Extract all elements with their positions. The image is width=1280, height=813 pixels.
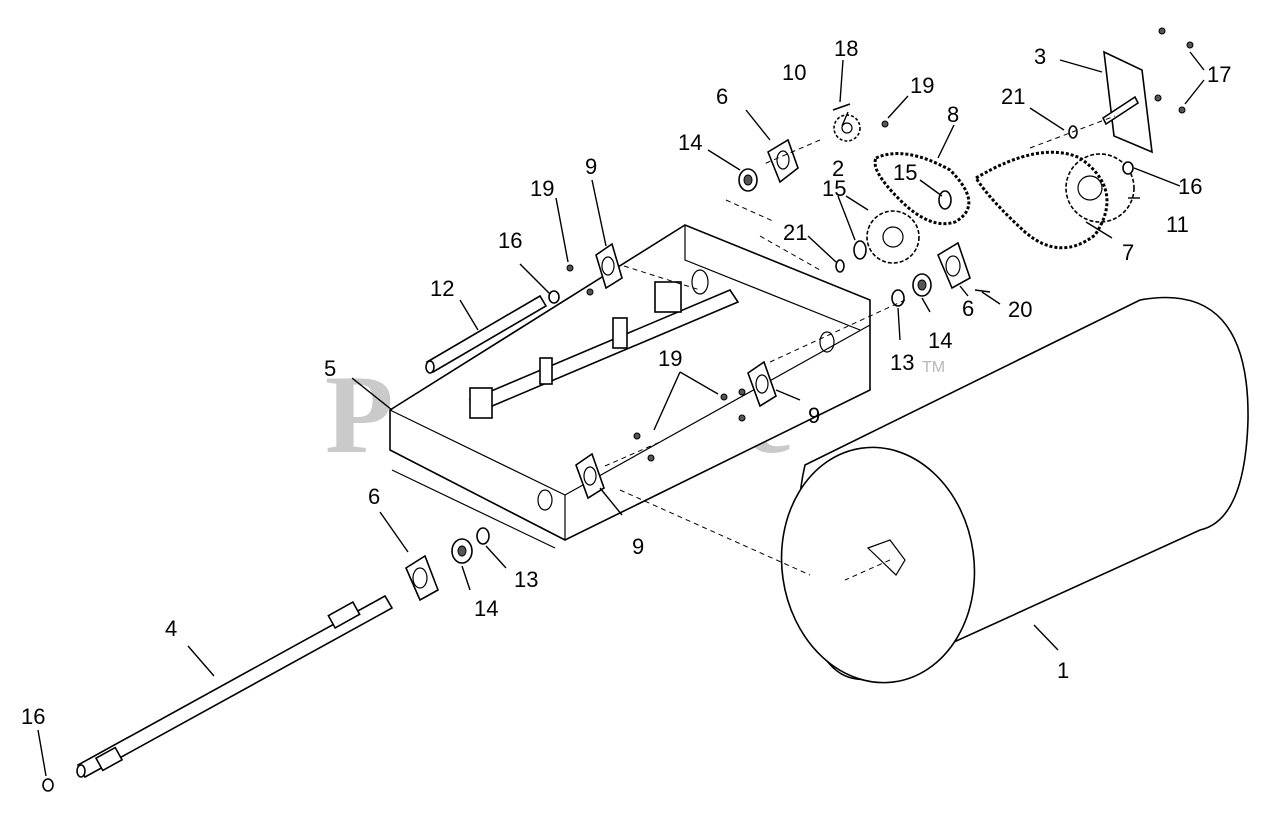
part-sprocket-11 <box>1065 153 1135 223</box>
callout-21-middle: 21 <box>783 220 807 245</box>
part-main-frame <box>389 224 871 549</box>
callout-9-upper: 9 <box>585 154 597 179</box>
callout-16-lower: 16 <box>21 704 45 729</box>
part-short-shaft <box>425 294 548 374</box>
part-flange-bearing-6-lower <box>404 554 439 602</box>
assembly-lines <box>604 115 1116 576</box>
callout-19-middle: 19 <box>658 346 682 371</box>
callout-15-left: 15 <box>822 176 846 201</box>
part-drive-chain-8 <box>873 152 971 226</box>
callout-21-upper: 21 <box>1001 84 1025 109</box>
part-bearings-and-spacers <box>451 168 952 564</box>
callout-19-right: 19 <box>910 73 934 98</box>
part-flange-bearing-6-right <box>936 241 971 290</box>
callout-9-lower: 9 <box>632 534 644 559</box>
callout-14-lower: 14 <box>474 596 498 621</box>
part-flange-bearing-6-upper <box>767 138 799 184</box>
part-flange-bearing-9-middle <box>747 360 777 408</box>
callout-19-upper: 19 <box>530 176 554 201</box>
callout-14-right: 14 <box>928 328 952 353</box>
leader-lines <box>37 51 1205 777</box>
callout-3: 3 <box>1034 44 1046 69</box>
callout-13-lower: 13 <box>514 567 538 592</box>
callout-labels: 1 2 3 4 5 6 6 6 7 8 9 9 9 10 11 12 13 13… <box>21 36 1231 729</box>
part-sprocket-2 <box>866 210 920 264</box>
callout-7: 7 <box>1122 240 1134 265</box>
callout-15-right: 15 <box>893 160 917 185</box>
part-drive-shaft <box>76 594 394 779</box>
callout-10: 10 <box>782 60 806 85</box>
part-drive-chain-7 <box>973 150 1109 250</box>
callout-20: 20 <box>1008 297 1032 322</box>
part-sprocket-10 <box>833 114 861 142</box>
callout-5: 5 <box>324 356 336 381</box>
callout-12: 12 <box>430 276 454 301</box>
callout-2: 2 <box>832 156 844 181</box>
callout-6-right: 6 <box>962 296 974 321</box>
callout-6-upper: 6 <box>716 84 728 109</box>
part-roller-drum <box>780 296 1249 684</box>
callout-1: 1 <box>1057 658 1069 683</box>
callout-4: 4 <box>165 616 177 641</box>
callout-14-upper: 14 <box>678 130 702 155</box>
callout-6-lower: 6 <box>368 484 380 509</box>
part-flange-bearing-9-lower <box>575 452 605 500</box>
callout-11: 11 <box>1166 212 1189 237</box>
callout-16-right: 16 <box>1178 174 1202 199</box>
callout-8: 8 <box>947 102 959 127</box>
part-flange-bearing-9-upper <box>595 242 623 290</box>
callout-13-upper: 13 <box>890 350 914 375</box>
callout-18: 18 <box>834 36 858 61</box>
watermark-trademark: TM <box>922 359 945 376</box>
callout-16-upper: 16 <box>498 228 522 253</box>
callout-17: 17 <box>1207 62 1231 87</box>
part-mounting-plate <box>1101 50 1153 154</box>
callout-9-middle: 9 <box>808 403 820 428</box>
